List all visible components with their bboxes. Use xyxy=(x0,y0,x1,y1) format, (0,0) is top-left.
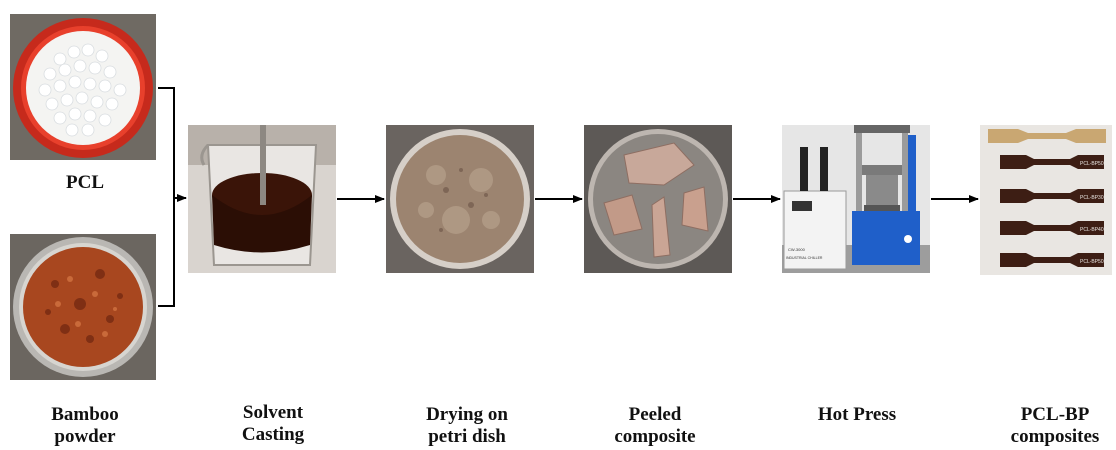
merge-bracket xyxy=(158,88,174,306)
